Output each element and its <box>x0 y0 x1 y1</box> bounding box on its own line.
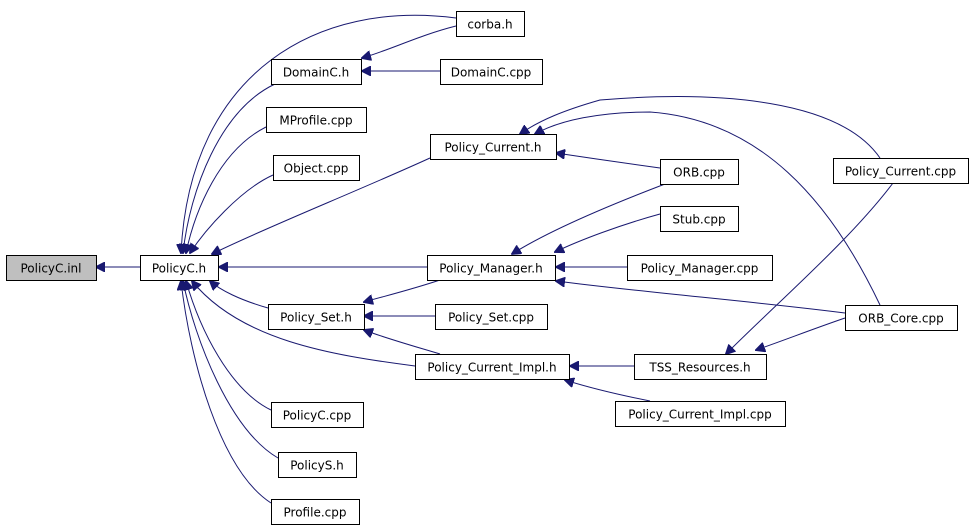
node-label: PolicyC.inl <box>21 262 82 276</box>
node-box <box>435 304 548 330</box>
edge-policyc-cpp-to-policyc-h <box>186 281 272 411</box>
node-corba-h[interactable]: corba.h <box>456 11 525 37</box>
edge-object-cpp-to-policyc-h <box>190 174 274 253</box>
node-box <box>430 134 557 160</box>
edge-stub-cpp-to-policy-manager-h <box>555 213 661 252</box>
edge-policy-current-impl-cpp-to-policy-current-impl-h <box>565 380 651 402</box>
node-box <box>271 59 362 85</box>
node-policys-h[interactable]: PolicyS.h <box>278 452 357 478</box>
node-policy-current-impl-cpp[interactable]: Policy_Current_Impl.cpp <box>615 401 786 427</box>
node-box <box>660 206 739 232</box>
node-label: Policy_Current_Impl.h <box>427 361 556 375</box>
edge-orb-cpp-to-policy-current-h <box>556 153 661 169</box>
node-policyc-h[interactable]: PolicyC.h <box>140 255 219 281</box>
edge-domainc-h-to-policyc-h <box>183 83 276 253</box>
node-label: PolicyC.h <box>152 262 206 276</box>
node-label: ORB.cpp <box>673 166 725 180</box>
node-box <box>660 159 739 185</box>
node-profile-cpp[interactable]: Profile.cpp <box>271 499 360 525</box>
node-box <box>266 107 367 133</box>
node-label: PolicyC.cpp <box>283 409 352 423</box>
node-mprofile-cpp[interactable]: MProfile.cpp <box>266 107 367 133</box>
node-orb-cpp[interactable]: ORB.cpp <box>660 159 739 185</box>
node-label: Policy_Current_Impl.cpp <box>628 408 771 422</box>
node-label: PolicyS.h <box>290 459 344 473</box>
node-policy-manager-h[interactable]: Policy_Manager.h <box>427 255 556 281</box>
node-box <box>833 158 969 184</box>
edge-policy-current-impl-h-to-policy-set-h <box>364 330 441 355</box>
edge-policy-current-cpp-to-policy-current-h <box>520 96 881 159</box>
node-policyc-cpp[interactable]: PolicyC.cpp <box>271 402 364 428</box>
edge-orb-core-cpp-to-tss-resources-h <box>756 317 846 350</box>
edge-policys-h-to-policyc-h <box>183 281 279 459</box>
node-orb-core-cpp[interactable]: ORB_Core.cpp <box>845 305 958 331</box>
edge-orb-cpp-to-policy-manager-h <box>512 183 666 254</box>
edge-corba-h-to-domainc-h <box>362 25 457 58</box>
node-domainc-cpp[interactable]: DomainC.cpp <box>440 59 543 85</box>
node-box <box>627 255 773 281</box>
node-box <box>634 354 767 380</box>
node-policy-set-cpp[interactable]: Policy_Set.cpp <box>435 304 548 330</box>
node-box <box>271 402 364 428</box>
node-policy-manager-cpp[interactable]: Policy_Manager.cpp <box>627 255 773 281</box>
node-label: Policy_Manager.cpp <box>641 262 759 276</box>
node-label: DomainC.h <box>283 66 349 80</box>
node-stub-cpp[interactable]: Stub.cpp <box>660 206 739 232</box>
edge-mprofile-cpp-to-policyc-h <box>186 126 267 253</box>
edge-profile-cpp-to-policyc-h <box>181 281 272 504</box>
node-box <box>268 304 365 330</box>
node-label: ORB_Core.cpp <box>858 312 943 326</box>
edge-policy-set-h-to-policyc-h <box>210 281 269 309</box>
node-box <box>140 255 219 281</box>
edges <box>96 14 894 504</box>
node-box <box>615 401 786 427</box>
node-label: Profile.cpp <box>284 506 347 520</box>
node-box <box>278 452 357 478</box>
edge-policy-current-impl-h-to-policyc-h <box>192 281 416 367</box>
node-label: MProfile.cpp <box>279 114 352 128</box>
node-object-cpp[interactable]: Object.cpp <box>273 155 360 181</box>
node-label: Object.cpp <box>284 162 349 176</box>
node-label: DomainC.cpp <box>451 66 532 80</box>
node-box <box>415 354 570 380</box>
node-tss-resources-h[interactable]: TSS_Resources.h <box>634 354 767 380</box>
edge-policy-current-cpp-to-tss-resources-h <box>726 182 894 354</box>
node-box <box>273 155 360 181</box>
node-label: corba.h <box>467 18 512 32</box>
node-label: Policy_Current.cpp <box>845 165 956 179</box>
node-box <box>456 11 525 37</box>
node-box <box>845 305 958 331</box>
node-box <box>271 499 360 525</box>
node-box <box>6 255 97 281</box>
node-domainc-h[interactable]: DomainC.h <box>271 59 362 85</box>
node-label: Policy_Manager.h <box>439 262 542 276</box>
node-label: TSS_Resources.h <box>648 361 750 375</box>
edge-corba-h-to-policyc-h <box>181 14 457 253</box>
node-policy-current-cpp[interactable]: Policy_Current.cpp <box>833 158 969 184</box>
node-label: Policy_Current.h <box>444 141 541 155</box>
node-policy-set-h[interactable]: Policy_Set.h <box>268 304 365 330</box>
edge-orb-core-cpp-to-policy-current-h <box>535 111 881 306</box>
edge-policy-current-h-to-policyc-h <box>212 157 431 254</box>
node-box <box>427 255 556 281</box>
node-policy-current-impl-h[interactable]: Policy_Current_Impl.h <box>415 354 570 380</box>
node-label: Policy_Set.cpp <box>448 311 534 325</box>
node-label: Policy_Set.h <box>280 311 352 325</box>
edge-orb-core-cpp-to-policy-manager-h <box>556 281 846 314</box>
node-policyc-inl[interactable]: PolicyC.inl <box>6 255 97 281</box>
edge-policy-manager-h-to-policy-set-h <box>364 279 441 302</box>
node-label: Stub.cpp <box>672 213 725 227</box>
node-policy-current-h[interactable]: Policy_Current.h <box>430 134 557 160</box>
node-box <box>440 59 543 85</box>
